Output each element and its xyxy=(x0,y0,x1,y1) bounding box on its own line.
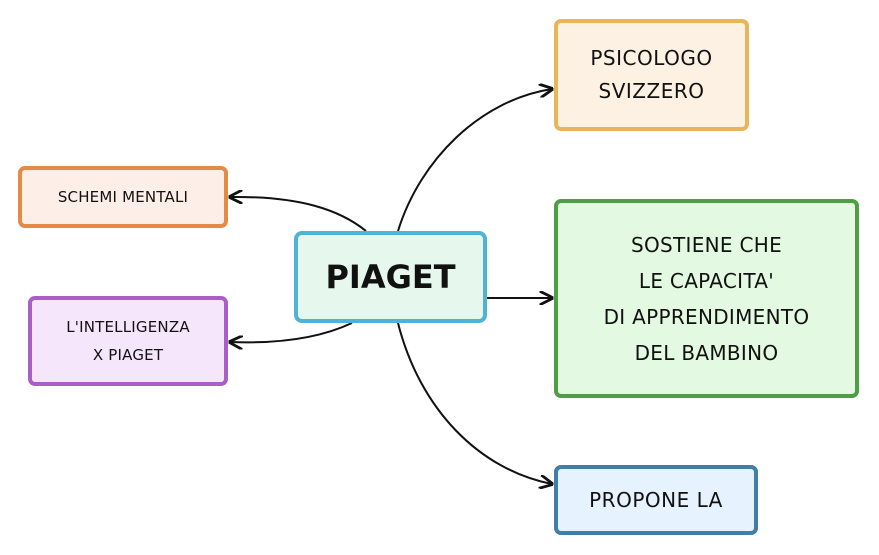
node-psicologo-label: PSICOLOGO SVIZZERO xyxy=(590,46,713,103)
node-propone-la[interactable]: PROPONE LA xyxy=(554,465,758,535)
connector-to-propone xyxy=(397,322,552,484)
central-node-piaget[interactable]: PIAGET xyxy=(294,231,487,323)
connector-to-schemi xyxy=(230,197,367,232)
node-psicologo-svizzero[interactable]: PSICOLOGO SVIZZERO xyxy=(554,19,749,131)
central-node-label: PIAGET xyxy=(325,258,456,296)
node-sostiene-che[interactable]: SOSTIENE CHE LE CAPACITA' DI APPRENDIMEN… xyxy=(554,199,859,398)
node-propone-label: PROPONE LA xyxy=(589,488,723,512)
node-sostiene-label: SOSTIENE CHE LE CAPACITA' DI APPRENDIMEN… xyxy=(603,232,810,365)
node-intelligenza-x-piaget[interactable]: L'INTELLIGENZA X PIAGET xyxy=(28,296,228,386)
connector-to-psicologo xyxy=(397,89,552,232)
connector-to-intelligenza xyxy=(230,322,353,342)
node-schemi-label: SCHEMI MENTALI xyxy=(57,188,189,206)
node-schemi-mentali[interactable]: SCHEMI MENTALI xyxy=(18,166,228,228)
node-intelligenza-label: L'INTELLIGENZA X PIAGET xyxy=(66,318,190,364)
